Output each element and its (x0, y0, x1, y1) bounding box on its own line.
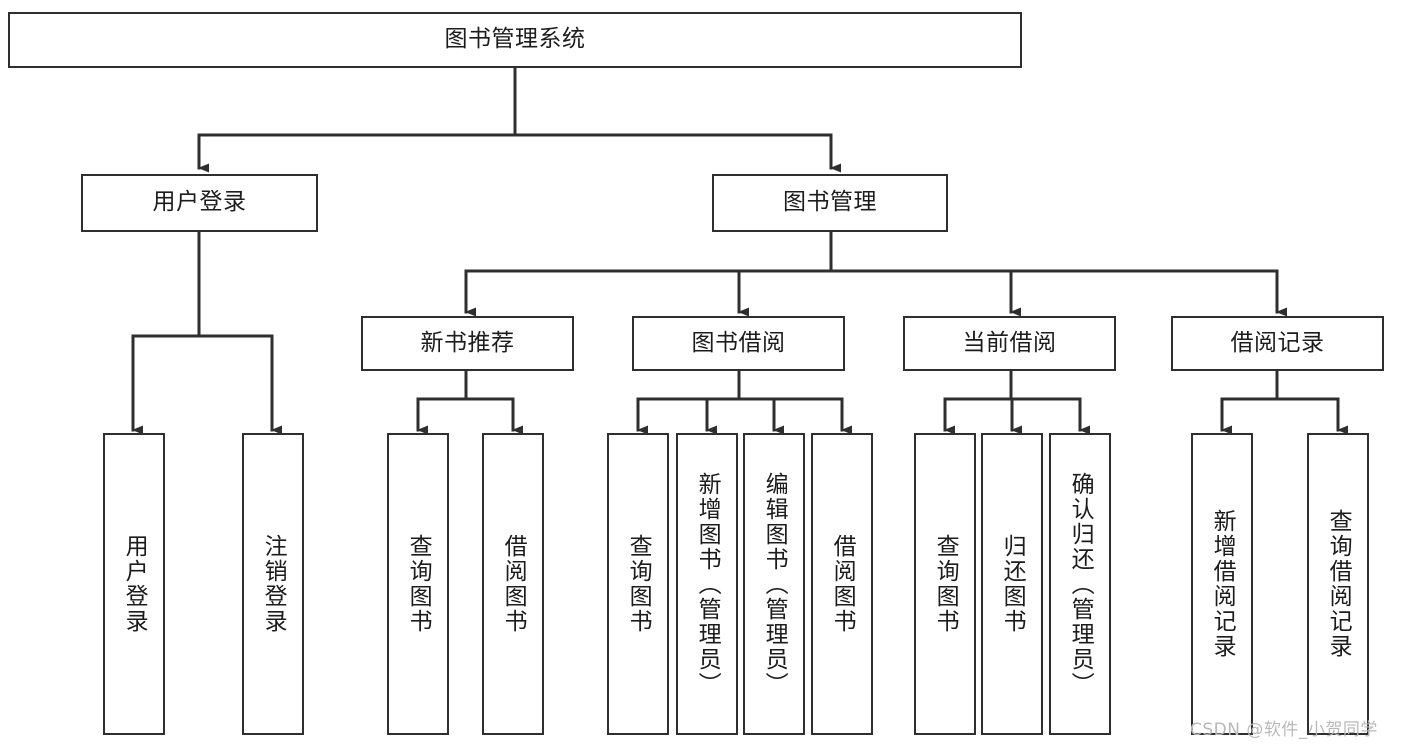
node-label: 借阅记录 (1230, 329, 1325, 356)
leaf-logout-login[interactable]: 注销登录 (242, 433, 304, 735)
leaf-add-borrow-record[interactable]: 新增借阅记录 (1191, 433, 1253, 735)
node-label: 新增借阅记录 (1209, 509, 1236, 659)
node-label: 查询借阅记录 (1325, 509, 1352, 659)
watermark-text: CSDN @软件_小贺同学 (1190, 720, 1378, 740)
node-label: 图书管理 (783, 189, 877, 216)
node-label: 图书管理系统 (444, 26, 586, 53)
node-label: 编辑图书（管理员） (761, 471, 788, 697)
leaf-borrow-book-borrow[interactable]: 借阅图书 (811, 433, 873, 735)
node-label: 用户登录 (152, 189, 247, 216)
node-label: 查询图书 (932, 534, 959, 634)
node-label: 新书推荐 (420, 329, 515, 356)
node-label: 确认归还（管理员） (1067, 471, 1094, 697)
node-label: 归还图书 (999, 534, 1026, 634)
node-root-system[interactable]: 图书管理系统 (8, 12, 1022, 68)
node-label: 当前借阅 (962, 329, 1057, 356)
node-user-login[interactable]: 用户登录 (81, 174, 318, 232)
node-label: 注销登录 (260, 534, 287, 634)
node-borrow-record[interactable]: 借阅记录 (1171, 316, 1384, 371)
leaf-borrow-book-new[interactable]: 借阅图书 (482, 433, 544, 735)
node-current-borrow[interactable]: 当前借阅 (903, 316, 1116, 371)
node-label: 借阅图书 (500, 534, 527, 634)
leaf-query-borrow-record[interactable]: 查询借阅记录 (1307, 433, 1369, 735)
node-label: 图书借阅 (691, 329, 786, 356)
leaf-confirm-return[interactable]: 确认归还（管理员） (1049, 433, 1111, 735)
node-book-borrow[interactable]: 图书借阅 (632, 316, 845, 371)
node-book-manage[interactable]: 图书管理 (712, 174, 948, 232)
node-label: 用户登录 (121, 534, 148, 634)
leaf-query-book-current[interactable]: 查询图书 (914, 433, 976, 735)
leaf-query-book-new[interactable]: 查询图书 (387, 433, 449, 735)
node-label: 新增图书（管理员） (694, 471, 721, 697)
leaf-edit-book[interactable]: 编辑图书（管理员） (743, 433, 805, 735)
leaf-return-book[interactable]: 归还图书 (981, 433, 1043, 735)
node-label: 借阅图书 (829, 534, 856, 634)
leaf-add-book[interactable]: 新增图书（管理员） (676, 433, 738, 735)
leaf-query-book-borrow[interactable]: 查询图书 (607, 433, 669, 735)
node-label: 查询图书 (625, 534, 652, 634)
node-new-book-recommend[interactable]: 新书推荐 (361, 316, 574, 371)
leaf-user-login[interactable]: 用户登录 (103, 433, 165, 735)
node-label: 查询图书 (405, 534, 432, 634)
